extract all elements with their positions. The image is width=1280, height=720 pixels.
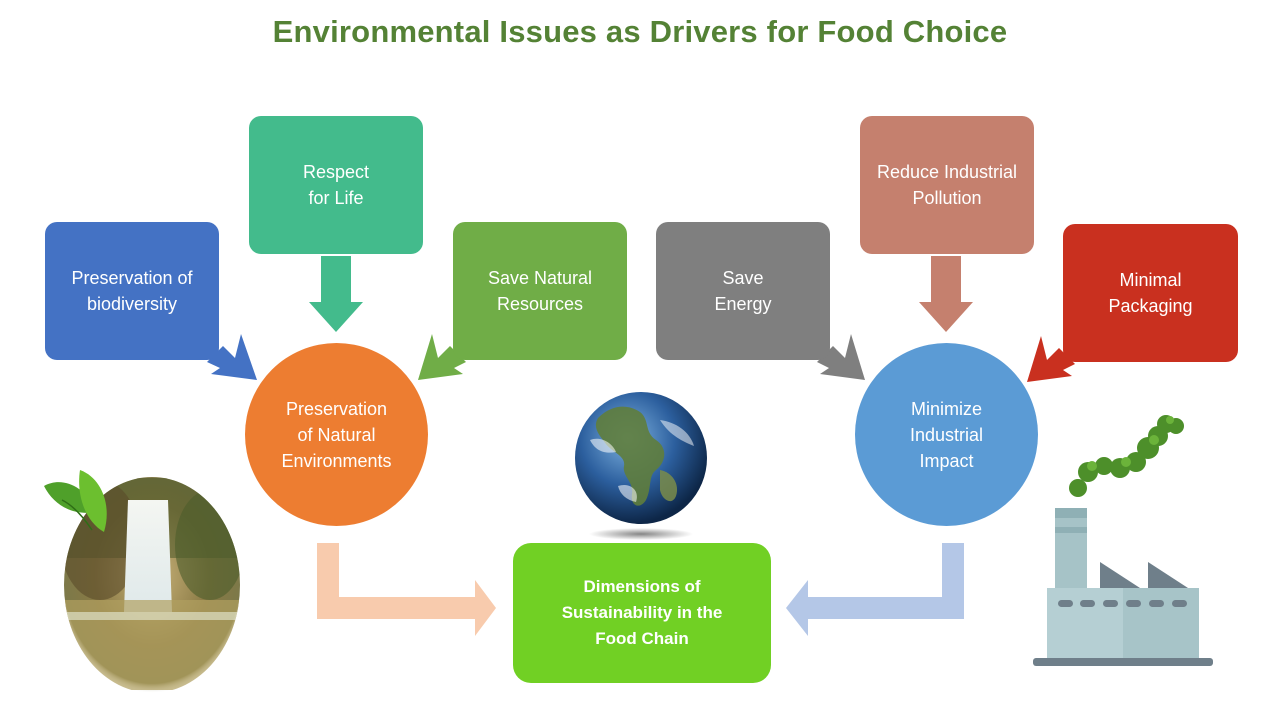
box-dimensions-of-sustainability: Dimensions of Sustainability in the Food… [513, 543, 771, 683]
box-reduce-industrial-pollution: Reduce Industrial Pollution [860, 116, 1034, 254]
factory-icon [1033, 415, 1213, 666]
arrow-minimal-packaging [1027, 336, 1075, 382]
waterfall-nature-icon [44, 470, 240, 693]
circle-minimize-industrial-impact: Minimize Industrial Impact [855, 343, 1038, 526]
arrow-reduce-pollution [919, 256, 973, 332]
arrow-save-resources [418, 334, 466, 380]
box-respect-for-life: Respect for Life [249, 116, 423, 254]
arrow-respect-life [309, 256, 363, 332]
arrow-save-energy [817, 334, 865, 380]
arrow-natural-to-center [317, 543, 496, 636]
box-preservation-biodiversity: Preservation of biodiversity [45, 222, 219, 360]
box-minimal-packaging: Minimal Packaging [1063, 224, 1238, 362]
arrow-industrial-to-center [786, 543, 964, 636]
circle-preservation-natural-environments: Preservation of Natural Environments [245, 343, 428, 526]
box-save-natural-resources: Save Natural Resources [453, 222, 627, 360]
arrow-biodiversity [207, 334, 257, 380]
page-title: Environmental Issues as Drivers for Food… [272, 14, 1008, 49]
box-save-energy: Save Energy [656, 222, 830, 360]
earth-globe-icon [575, 392, 707, 540]
